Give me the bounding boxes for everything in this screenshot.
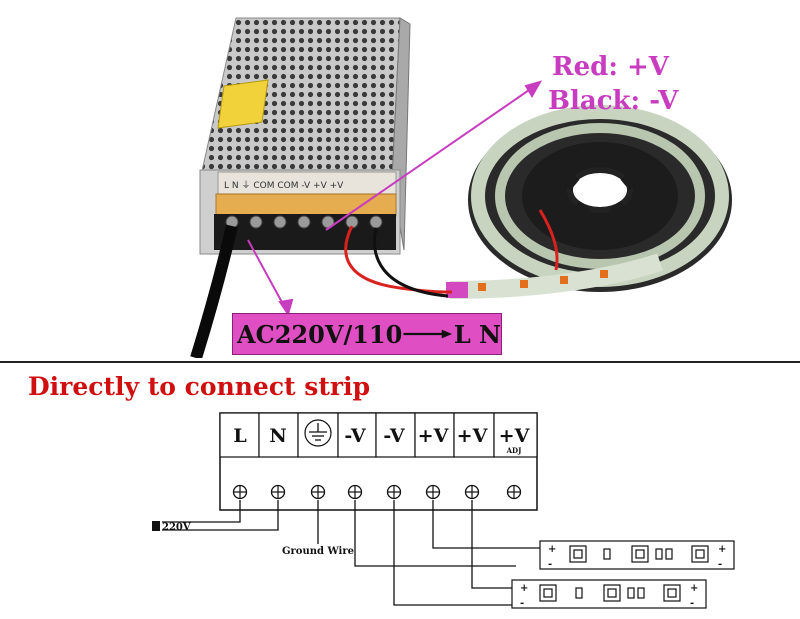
ac-voltage-text: AC220V/110: [237, 319, 403, 349]
section-divider: [0, 361, 800, 363]
input-cable: [190, 224, 238, 358]
terminal-label: -V: [383, 425, 406, 447]
terminal-label: +V: [457, 425, 489, 447]
strip1-minus-right: -: [718, 559, 722, 570]
terminal-strip-text: L N ⏚ COM COM -V +V +V: [224, 180, 344, 191]
terminal-screw-icon: [310, 484, 326, 500]
ac-input-label: AC220V/110 L N: [232, 313, 502, 355]
strip1-minus: -: [548, 559, 552, 570]
terminal-label: L: [233, 425, 246, 447]
terminal-screw-icon: [232, 484, 248, 500]
pointer-arrow-top: [325, 80, 543, 231]
terminal-screw-icon: [425, 484, 441, 500]
led-strip-reel: [468, 105, 732, 292]
terminal-label: -V: [344, 425, 367, 447]
product-photo: L N ⏚ COM COM -V +V +V: [190, 17, 732, 358]
terminal-cell: [337, 412, 377, 458]
terminal-cell: [375, 412, 416, 458]
terminal-cell: [453, 412, 495, 458]
red-wire: [344, 225, 453, 294]
strip2-minus: -: [520, 598, 524, 609]
ground-symbol-icon: [304, 419, 332, 447]
terminal-screw-icon: [347, 484, 363, 500]
adj-label: ADJ: [506, 446, 523, 455]
ground-wire-label: Ground Wire: [282, 546, 354, 557]
strip2-plus-right: +: [690, 583, 698, 594]
wiring-lines: [162, 500, 540, 606]
terminal-screw-icon: [506, 484, 522, 500]
led-strip-tail: [449, 253, 663, 299]
terminal-cell: [414, 412, 455, 458]
plug-icon: [152, 521, 160, 531]
terminal-label: N: [269, 425, 286, 447]
power-supply-unit: L N ⏚ COM COM -V +V +V: [199, 17, 411, 255]
pointer-arrow-bottom: [247, 239, 294, 317]
terminal-screw-icon: [464, 484, 480, 500]
strip2-plus: +: [520, 583, 528, 594]
red-wire-reel: [538, 209, 559, 271]
photo-illustration: L N ⏚ COM COM -V +V +V: [190, 17, 732, 358]
strip1-plus-right: +: [718, 544, 726, 555]
input-voltage-label: 220V: [162, 522, 191, 533]
terminal-label: +V: [418, 425, 450, 447]
diagram-title: Directly to connect strip: [28, 372, 371, 401]
led-strip-1: + - + -: [539, 540, 735, 570]
right-arrow-icon: [403, 329, 453, 339]
label-black-minus-v: Black: -V: [548, 86, 679, 116]
terminal-label: +V: [499, 425, 531, 447]
label-red-plus-v: Red: +V: [552, 52, 669, 82]
black-wire: [373, 227, 449, 298]
led-strip-2: + - + -: [511, 579, 707, 609]
terminal-cell: [219, 412, 260, 458]
ac-target-text: L N: [453, 319, 501, 349]
terminal-screw-icon: [386, 484, 402, 500]
strip1-plus: +: [548, 544, 556, 555]
terminal-screw-icon: [270, 484, 286, 500]
strip2-minus-right: -: [690, 598, 694, 609]
terminal-cell: [493, 412, 538, 458]
